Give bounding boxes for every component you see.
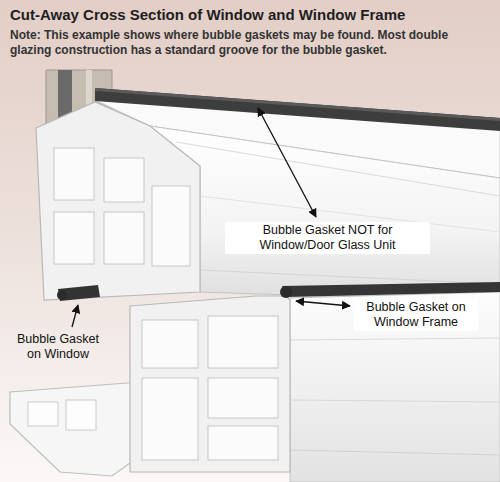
profile-line xyxy=(176,142,500,196)
chamber xyxy=(142,320,198,368)
label-holder: Bubble Gasket on Window Frame xyxy=(354,299,478,331)
callout-label: Bubble Gasket NOT for Window/Door Glass … xyxy=(225,222,430,254)
sash-front xyxy=(150,126,500,302)
frame-gasket xyxy=(282,282,500,297)
chamber xyxy=(104,212,144,264)
leader-arrow xyxy=(72,305,78,327)
chamber xyxy=(104,158,144,202)
label-holder: Bubble Gasket on Window xyxy=(8,331,108,363)
note: Note: This example shows where bubble ga… xyxy=(10,28,490,58)
label-holder: Note: This example shows where bubble ga… xyxy=(10,28,490,58)
leader-arrow xyxy=(296,301,350,306)
title-holder: Cut-Away Cross Section of Window and Win… xyxy=(10,6,405,24)
chamber xyxy=(208,316,278,368)
frame-section xyxy=(130,296,290,472)
profile-line xyxy=(200,270,500,284)
glazing-gasket-edge xyxy=(95,88,500,121)
window-gasket xyxy=(58,285,100,301)
profile-line xyxy=(290,400,500,402)
chamber xyxy=(152,186,190,266)
chamber xyxy=(54,148,94,200)
leader-arrow xyxy=(258,108,316,217)
label-holder: Bubble Gasket NOT for Window/Door Glass … xyxy=(225,222,430,254)
chamber xyxy=(66,400,96,430)
window-gasket-bulb xyxy=(57,290,67,300)
title: Cut-Away Cross Section of Window and Win… xyxy=(10,6,405,24)
chamber xyxy=(28,402,58,426)
chamber xyxy=(208,378,278,418)
frame-side xyxy=(290,292,500,482)
sash-section xyxy=(36,102,200,300)
glazing-gasket xyxy=(95,88,500,131)
callout-label: Bubble Gasket on Window Frame xyxy=(354,299,478,331)
frame-gasket-bulb xyxy=(280,286,292,298)
profile-line xyxy=(290,450,500,455)
chamber xyxy=(142,378,198,460)
profile-line xyxy=(290,338,500,340)
chamber xyxy=(208,426,278,460)
callout-label: Bubble Gasket on Window xyxy=(8,331,108,363)
chamber xyxy=(54,212,94,264)
